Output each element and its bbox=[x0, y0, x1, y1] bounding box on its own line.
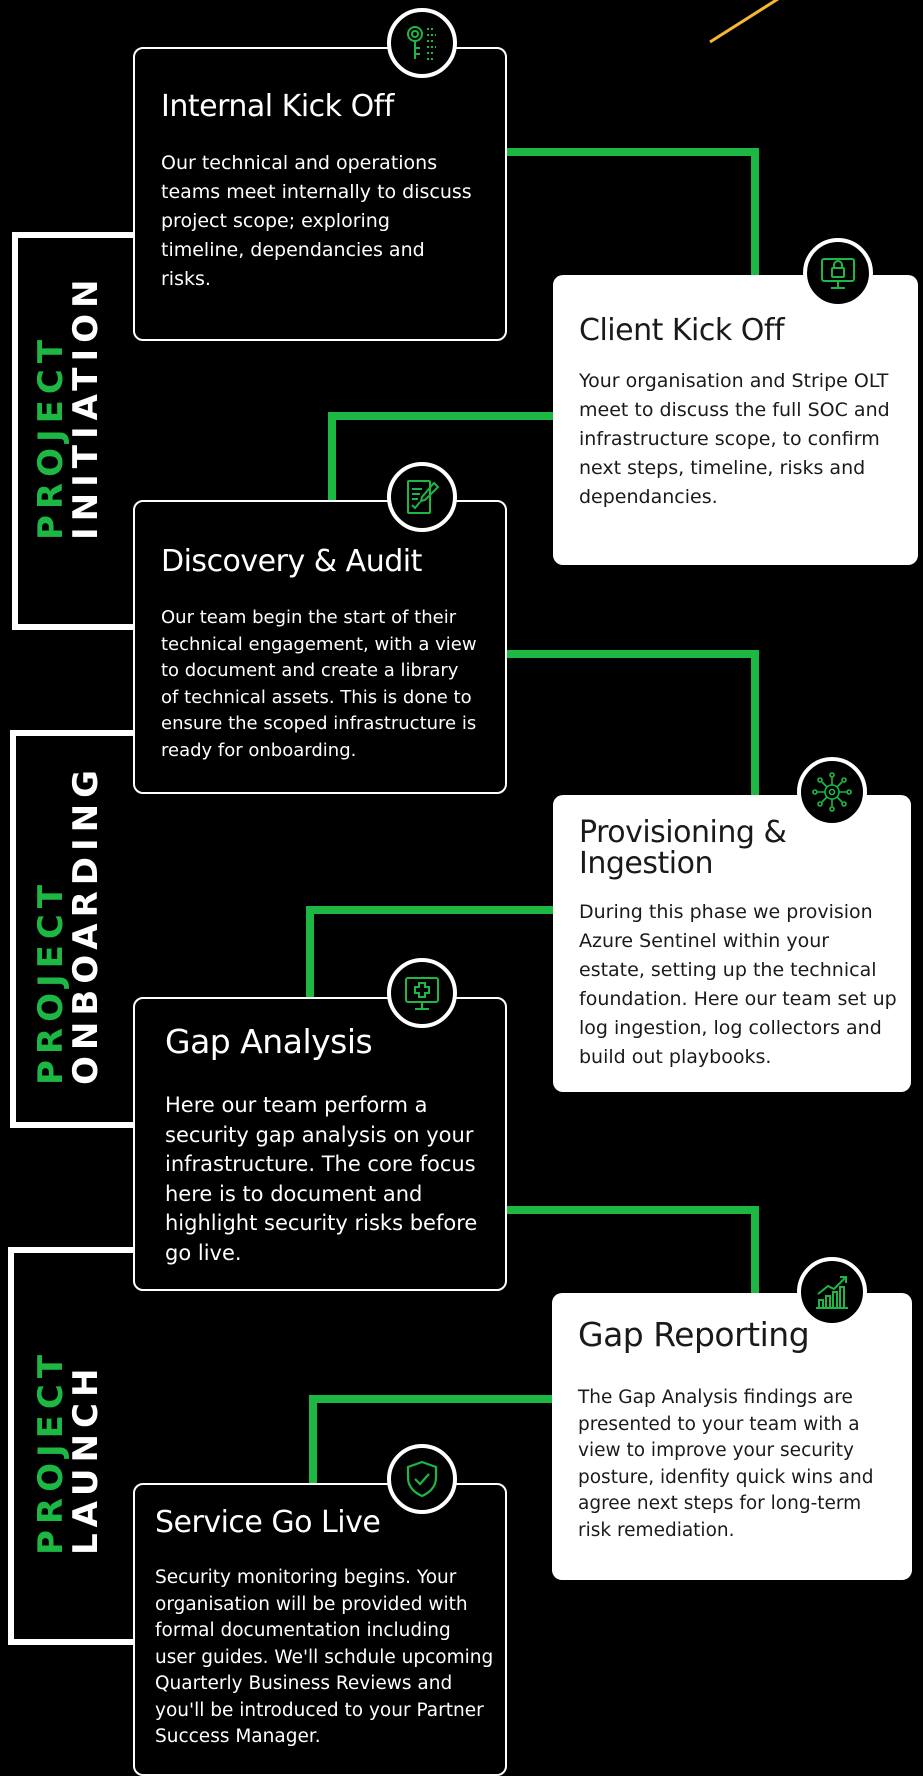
bracket-initiation bbox=[12, 232, 134, 630]
step-title-line2: Ingestion bbox=[579, 846, 713, 881]
phase-word-project: PROJECT bbox=[31, 878, 71, 1085]
bracket-onboarding bbox=[10, 730, 134, 1128]
phase-word-project: PROJECT bbox=[31, 333, 71, 540]
document-pen-icon bbox=[387, 462, 457, 532]
bar-chart-growth-icon bbox=[797, 1257, 867, 1327]
network-gear-icon bbox=[797, 757, 867, 827]
shield-check-icon bbox=[387, 1444, 457, 1514]
step-title: Gap Reporting bbox=[578, 1315, 810, 1354]
step-card-internal-kick-off: Internal Kick Off Our technical and oper… bbox=[133, 47, 507, 341]
key-circuit-icon bbox=[387, 8, 457, 78]
step-description: During this phase we provision Azure Sen… bbox=[579, 901, 897, 1068]
step-title: Client Kick Off bbox=[579, 313, 785, 348]
phase-word-onboarding: ONBOARDING bbox=[66, 764, 106, 1085]
connector-5-6 bbox=[506, 1206, 759, 1293]
phase-label-initiation: PROJECT INITIATION bbox=[31, 273, 106, 540]
connector-4-5 bbox=[306, 906, 553, 997]
phase-label-onboarding: PROJECT ONBOARDING bbox=[31, 764, 106, 1085]
phase-word-project: PROJECT bbox=[31, 1348, 71, 1555]
phase-label-launch: PROJECT LAUNCH bbox=[31, 1348, 106, 1555]
connector-1-2 bbox=[506, 148, 759, 275]
step-description: Your organisation and Stripe OLT meet to… bbox=[579, 370, 890, 508]
step-title: Discovery & Audit bbox=[161, 544, 422, 579]
step-description: Here our team perform a security gap ana… bbox=[165, 1093, 478, 1265]
medical-monitor-icon bbox=[387, 958, 457, 1028]
step-title: Gap Analysis bbox=[165, 1022, 373, 1061]
phase-word-launch: LAUNCH bbox=[66, 1362, 106, 1555]
step-description: Our technical and operations teams meet … bbox=[161, 152, 472, 290]
step-title: Service Go Live bbox=[155, 1505, 381, 1540]
accent-stroke bbox=[709, 0, 780, 44]
connector-3-4 bbox=[506, 650, 759, 795]
connector-2-3 bbox=[328, 412, 553, 500]
step-description: Security monitoring begins. Your organis… bbox=[155, 1567, 494, 1747]
step-card-service-go-live: Service Go Live Security monitoring begi… bbox=[133, 1483, 507, 1776]
bracket-launch bbox=[8, 1247, 134, 1645]
phase-word-initiation: INITIATION bbox=[66, 273, 106, 540]
step-title-line1: Provisioning & bbox=[579, 815, 787, 850]
step-card-client-kick-off: Client Kick Off Your organisation and St… bbox=[553, 275, 918, 565]
step-description: Our team begin the start of their techni… bbox=[161, 607, 477, 761]
step-card-provisioning-ingestion: Provisioning & Ingestion During this pha… bbox=[553, 795, 911, 1092]
lock-monitor-icon bbox=[803, 238, 873, 308]
step-title: Internal Kick Off bbox=[161, 89, 394, 124]
connector-6-7 bbox=[309, 1395, 553, 1483]
step-card-gap-reporting: Gap Reporting The Gap Analysis findings … bbox=[552, 1293, 912, 1580]
step-card-discovery-audit: Discovery & Audit Our team begin the sta… bbox=[133, 500, 507, 794]
step-card-gap-analysis: Gap Analysis Here our team perform a sec… bbox=[133, 997, 507, 1291]
step-description: The Gap Analysis findings are presented … bbox=[578, 1387, 874, 1541]
